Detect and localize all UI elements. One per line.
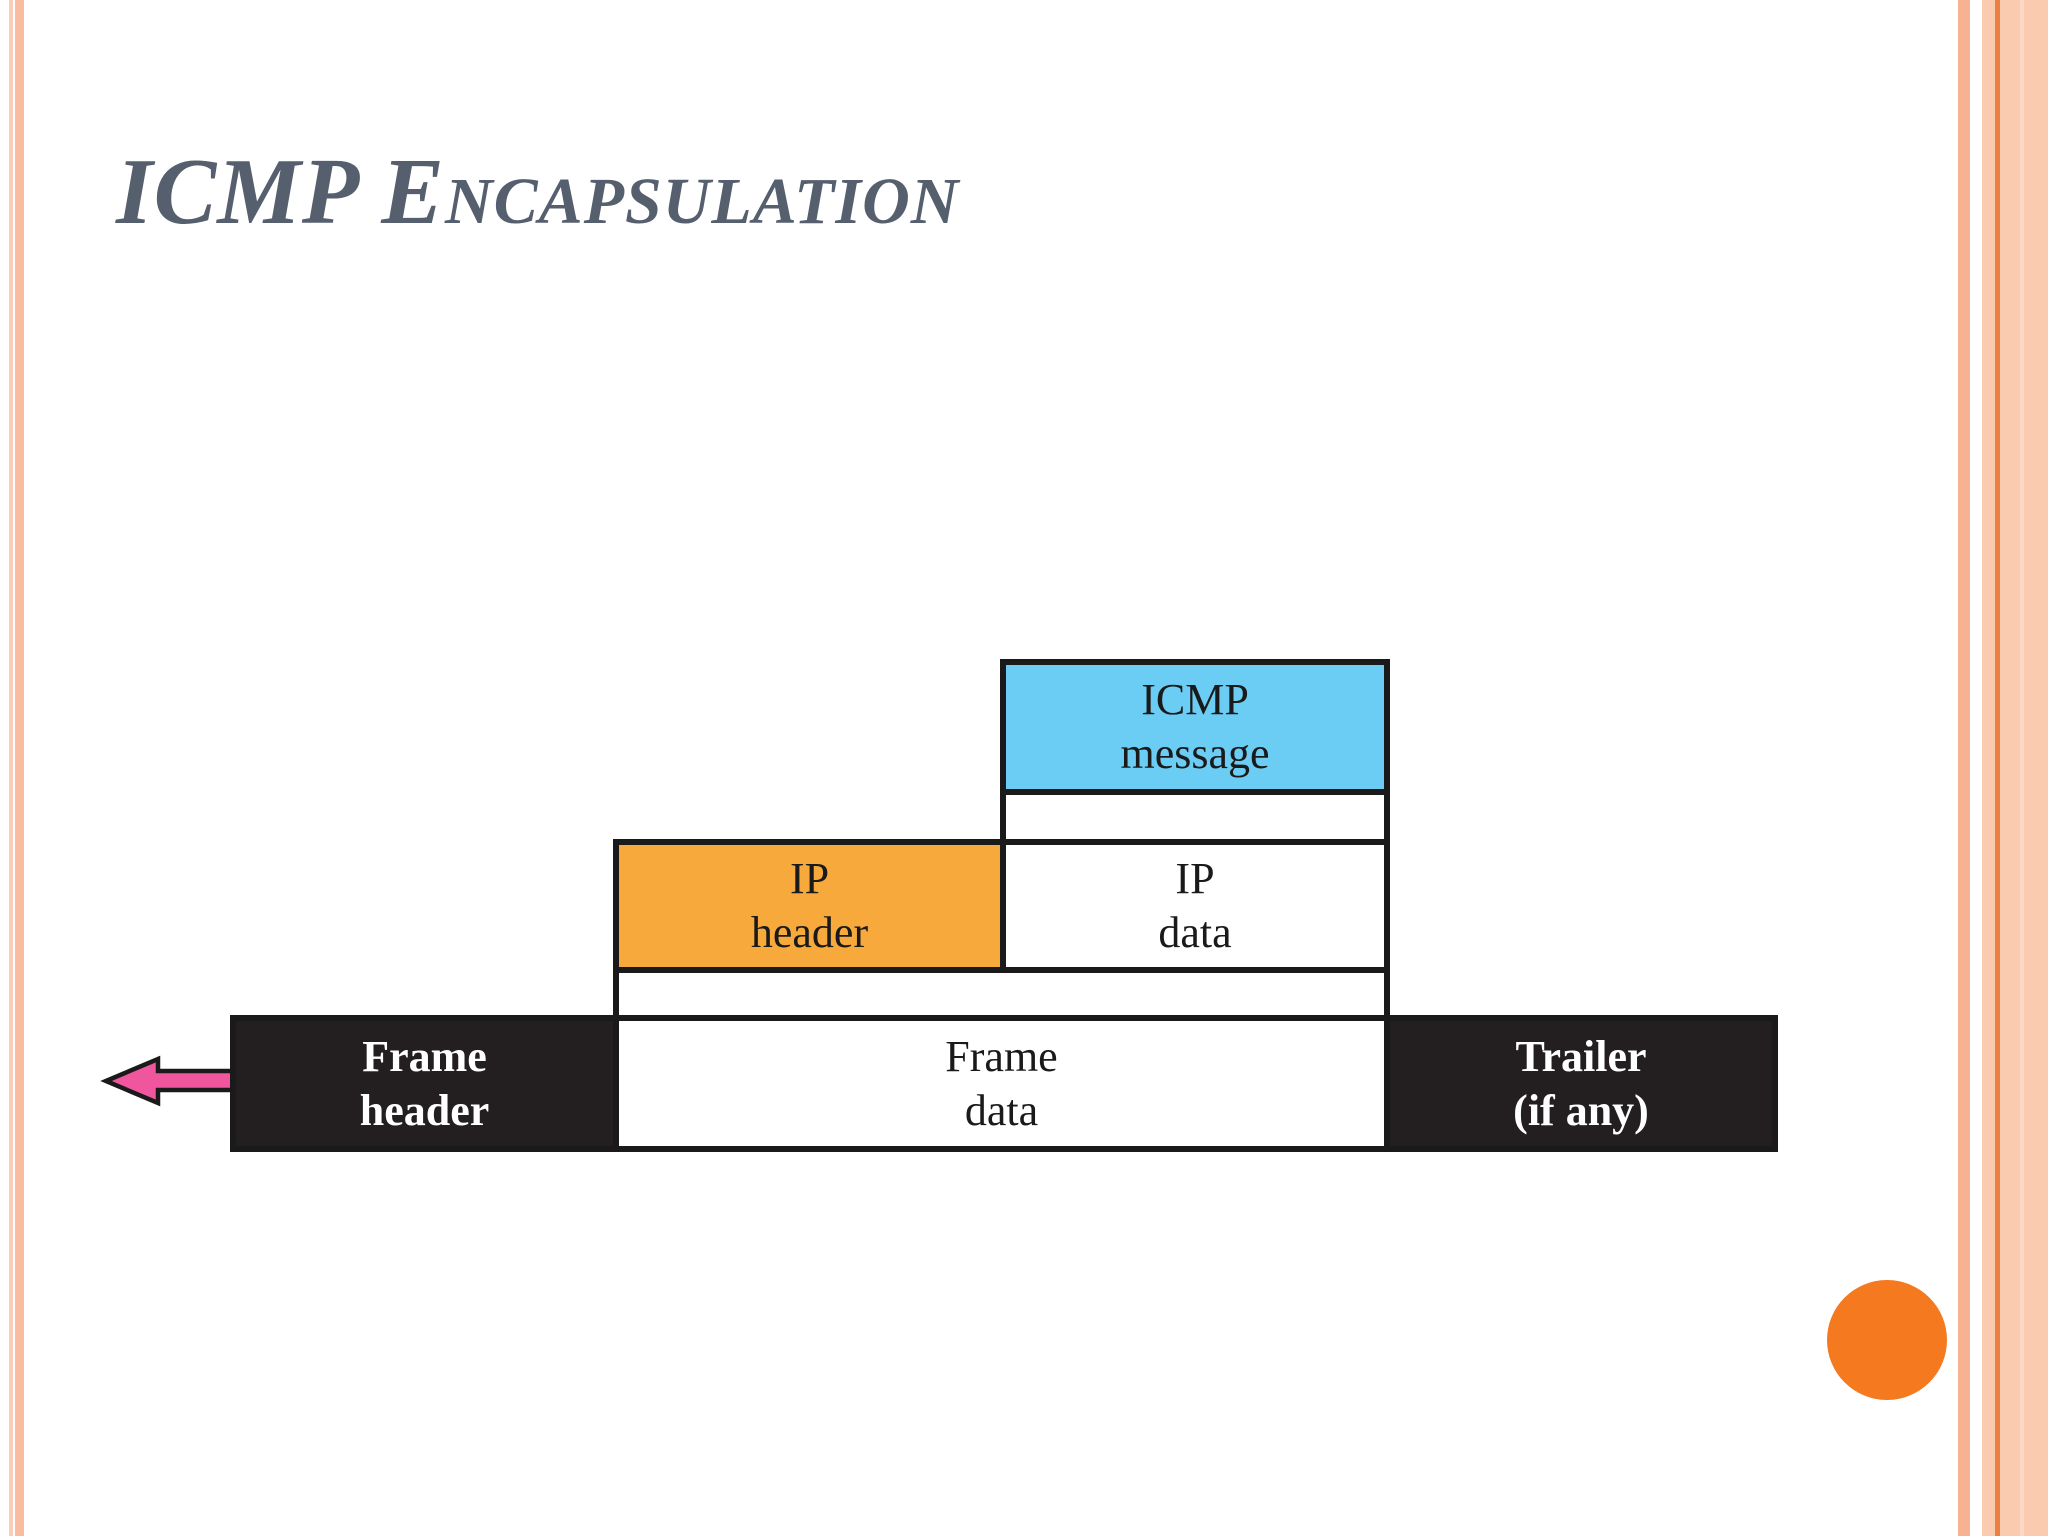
right-border-stripe	[1958, 0, 1970, 1536]
frame-data-box: Frame data	[613, 1015, 1390, 1152]
right-border-dark-line	[1995, 0, 2000, 1536]
trailer-box: Trailer (if any)	[1384, 1015, 1778, 1152]
page-title: ICMP Encapsulation	[116, 140, 960, 244]
trailer-label: Trailer (if any)	[1513, 1031, 1649, 1135]
frame-data-label: Frame data	[945, 1031, 1058, 1135]
ip-header-box: IP header	[613, 839, 1006, 973]
frame-header-label: Frame header	[359, 1031, 490, 1135]
right-border-band	[1982, 0, 2048, 1536]
ip-to-framedata-connector	[613, 967, 1390, 1021]
right-border-light-line	[2020, 0, 2024, 1536]
icmp-to-ipdata-connector	[1000, 789, 1390, 845]
ip-data-label: IP data	[1158, 854, 1232, 957]
left-border-thin-stripe	[9, 0, 13, 1536]
left-border-thick-stripe	[15, 0, 24, 1536]
icmp-message-box: ICMP message	[1000, 659, 1390, 795]
frame-header-box: Frame header	[230, 1015, 619, 1152]
ip-header-label: IP header	[750, 854, 869, 957]
ip-data-box: IP data	[1000, 839, 1390, 973]
left-arrow-icon	[98, 1049, 238, 1113]
icmp-message-label: ICMP message	[1120, 675, 1270, 778]
accent-circle	[1827, 1280, 1947, 1400]
